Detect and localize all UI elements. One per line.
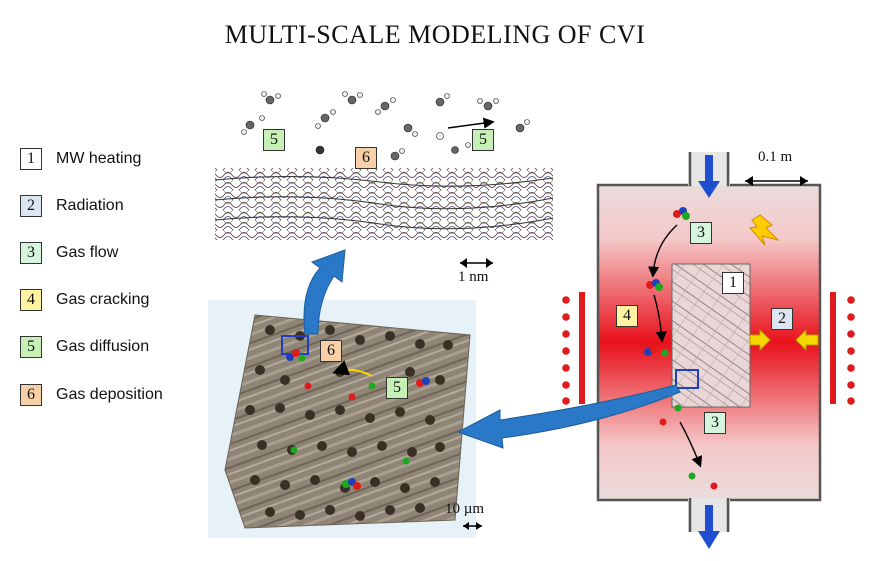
legend-item-radiation: 2 Radiation [20, 195, 124, 217]
reactor-scale-bar [745, 176, 808, 186]
legend-label-2: Radiation [56, 197, 124, 214]
legend-number-2: 2 [20, 195, 42, 217]
reactor [596, 152, 822, 532]
legend-label-1: MW heating [56, 150, 142, 167]
zoom-arrow-to-molecular [303, 249, 346, 335]
badge-gas-cracking: 4 [616, 305, 638, 327]
molecular-scale-bar [460, 258, 493, 268]
badge-gas-deposition: 6 [355, 147, 377, 169]
badge-gas-diffusion: 5 [263, 129, 285, 151]
badge-mw-heating: 1 [722, 272, 744, 294]
legend-label-3: Gas flow [56, 244, 119, 261]
badge-gas-diffusion: 5 [472, 129, 494, 151]
reactor-gas-path [644, 207, 718, 490]
badge-gas-flow: 3 [690, 222, 712, 244]
legend-item-gas-flow: 3 Gas flow [20, 242, 118, 264]
legend-number-6: 6 [20, 384, 42, 406]
carbon-layers [214, 168, 554, 240]
scale-label-fiber: 10 µm [445, 501, 485, 517]
legend-item-gas-deposition: 6 Gas deposition [20, 384, 163, 406]
radiation-arrows [749, 328, 819, 352]
zoom-region-box [675, 369, 699, 389]
scale-label-molecular: 1 nm [458, 269, 489, 285]
legend-label-5: Gas diffusion [56, 338, 150, 355]
heater-right [830, 292, 855, 405]
legend-number-1: 1 [20, 148, 42, 170]
lightning-icon [749, 214, 780, 246]
legend-label-6: Gas deposition [56, 386, 163, 403]
scale-label-reactor: 0.1 m [758, 149, 793, 165]
gas-outlet-arrow [698, 505, 720, 549]
legend-item-mw-heating: 1 MW heating [20, 148, 141, 170]
heater-left [562, 292, 585, 405]
badge-gas-flow: 3 [704, 412, 726, 434]
gas-molecules [241, 91, 530, 161]
legend-number-4: 4 [20, 289, 42, 311]
badge-gas-diffusion: 5 [386, 377, 408, 399]
zoom-arrow-to-fiber [456, 384, 681, 449]
badge-radiation: 2 [771, 308, 793, 330]
gas-inlet-arrow [698, 155, 720, 198]
legend-label-4: Gas cracking [56, 291, 150, 308]
badge-gas-deposition: 6 [320, 340, 342, 362]
legend-number-3: 3 [20, 242, 42, 264]
fiber-microstructure [208, 300, 476, 538]
diffusion-arrow [447, 117, 495, 129]
legend-number-5: 5 [20, 336, 42, 358]
legend-item-gas-cracking: 4 Gas cracking [20, 289, 149, 311]
fiber-scale-bar [463, 522, 482, 530]
legend-item-gas-diffusion: 5 Gas diffusion [20, 336, 149, 358]
diagram-title: MULTI-SCALE MODELING OF CVI [224, 20, 646, 49]
